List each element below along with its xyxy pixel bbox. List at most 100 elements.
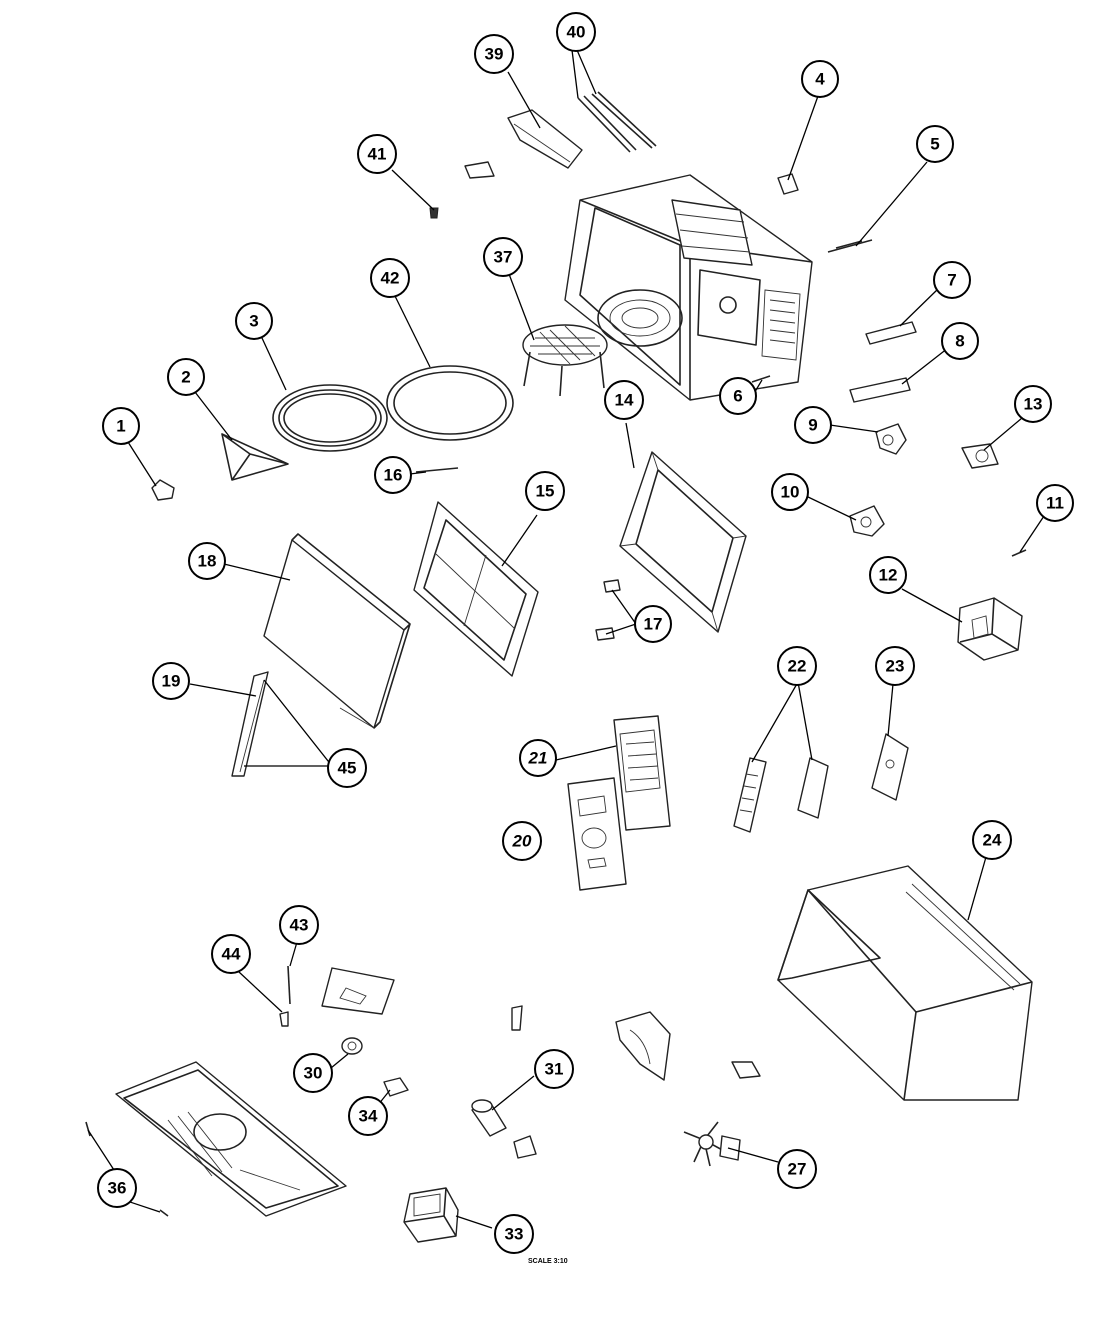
part-10-switch — [849, 505, 885, 537]
part-21-control-panel — [613, 715, 671, 831]
part-37-rack — [522, 324, 608, 397]
callout-7: 7 — [933, 261, 971, 299]
svg-text:31: 31 — [545, 1060, 564, 1079]
svg-text:24: 24 — [983, 831, 1002, 850]
svg-text:30: 30 — [304, 1064, 323, 1083]
part-bracket — [321, 967, 395, 1015]
part-fan-duct — [615, 1011, 671, 1081]
callout-15: 15 — [525, 471, 565, 511]
svg-text:33: 33 — [505, 1225, 524, 1244]
svg-text:2: 2 — [181, 368, 190, 387]
svg-text:45: 45 — [338, 759, 357, 778]
scale-note: SCALE 3:10 — [528, 1258, 568, 1265]
svg-text:5: 5 — [930, 135, 939, 154]
part-36-screw-a — [85, 1121, 91, 1137]
callout-4: 4 — [801, 60, 839, 98]
part-39-waveguide-cover — [464, 109, 583, 179]
svg-text:40: 40 — [567, 23, 586, 42]
svg-text:13: 13 — [1024, 395, 1043, 414]
callout-2: 2 — [167, 358, 205, 396]
svg-text:41: 41 — [368, 145, 387, 164]
callout-8: 8 — [941, 322, 979, 360]
svg-text:8: 8 — [955, 332, 964, 351]
callout-39: 39 — [474, 34, 514, 74]
part-40-rods — [577, 91, 657, 153]
callout-34: 34 — [348, 1096, 388, 1136]
svg-text:43: 43 — [290, 916, 309, 935]
svg-text:16: 16 — [384, 466, 403, 485]
part-36-screw-b — [159, 1209, 169, 1217]
svg-text:18: 18 — [198, 552, 217, 571]
callout-23: 23 — [875, 646, 915, 686]
part-5-pin — [827, 239, 873, 253]
svg-text:12: 12 — [879, 566, 898, 585]
part-22-board — [733, 757, 829, 833]
svg-text:14: 14 — [615, 391, 634, 410]
svg-text:36: 36 — [108, 1179, 127, 1198]
callout-33: 33 — [494, 1214, 534, 1254]
part-43-screw — [287, 965, 291, 1005]
part-18-door-panel — [263, 533, 411, 729]
part-17-hinges — [595, 579, 621, 641]
svg-text:22: 22 — [788, 657, 807, 676]
part-3-glass-tray — [272, 384, 388, 452]
callout-30: 30 — [293, 1053, 333, 1093]
callout-41: 41 — [357, 134, 397, 174]
part-15-door — [413, 501, 539, 677]
part-33-magnetron — [403, 1187, 459, 1243]
svg-text:42: 42 — [381, 269, 400, 288]
part-base-plate — [115, 1061, 347, 1217]
callout-43: 43 — [279, 905, 319, 945]
part-19-handle — [231, 671, 269, 777]
callout-19: 19 — [152, 662, 190, 700]
part-23-board — [871, 733, 909, 801]
callout-21: 21 — [519, 739, 557, 777]
svg-text:11: 11 — [1046, 494, 1064, 513]
callout-42: 42 — [370, 258, 410, 298]
part-6-screw — [751, 375, 771, 383]
callout-10: 10 — [771, 473, 809, 511]
svg-text:34: 34 — [359, 1107, 378, 1126]
part-14-door-frame — [619, 451, 747, 633]
svg-text:44: 44 — [222, 945, 241, 964]
callout-45: 45 — [327, 748, 367, 788]
svg-text:19: 19 — [162, 672, 181, 691]
callout-3: 3 — [235, 302, 273, 340]
callout-27: 27 — [777, 1149, 817, 1189]
svg-text:17: 17 — [644, 615, 663, 634]
callout-5: 5 — [916, 125, 954, 163]
part-20-membrane-panel — [567, 777, 627, 891]
svg-text:27: 27 — [788, 1160, 807, 1179]
part-clip — [511, 1005, 523, 1031]
part-1-coupler — [151, 479, 175, 501]
part-16-screw — [415, 467, 459, 473]
svg-text:23: 23 — [886, 657, 905, 676]
svg-text:10: 10 — [781, 483, 800, 502]
callout-16: 16 — [374, 456, 412, 494]
part-8-plate — [849, 377, 911, 403]
part-44-screw — [279, 1011, 289, 1027]
callout-6: 6 — [719, 377, 757, 415]
callout-17: 17 — [634, 605, 672, 643]
part-cavity-assembly — [564, 174, 813, 401]
svg-text:20: 20 — [512, 832, 532, 851]
part-small-cover — [731, 1061, 761, 1079]
part-11-screw — [1011, 549, 1027, 557]
callout-22: 22 — [777, 646, 817, 686]
callout-36: 36 — [97, 1168, 137, 1208]
part-13-bracket — [961, 443, 999, 469]
part-42-roller-ring — [386, 365, 514, 441]
callout-37: 37 — [483, 237, 523, 277]
part-24-outer-case — [777, 865, 1033, 1101]
svg-text:39: 39 — [485, 45, 504, 64]
callout-44: 44 — [211, 934, 251, 974]
part-4-clip — [777, 173, 799, 195]
svg-text:3: 3 — [249, 312, 258, 331]
callout-1: 1 — [102, 407, 140, 445]
part-34-fuse-holder — [383, 1077, 409, 1097]
part-31-capacitor — [471, 1099, 537, 1159]
svg-text:9: 9 — [808, 416, 817, 435]
callout-31: 31 — [534, 1049, 574, 1089]
callout-12: 12 — [869, 556, 907, 594]
